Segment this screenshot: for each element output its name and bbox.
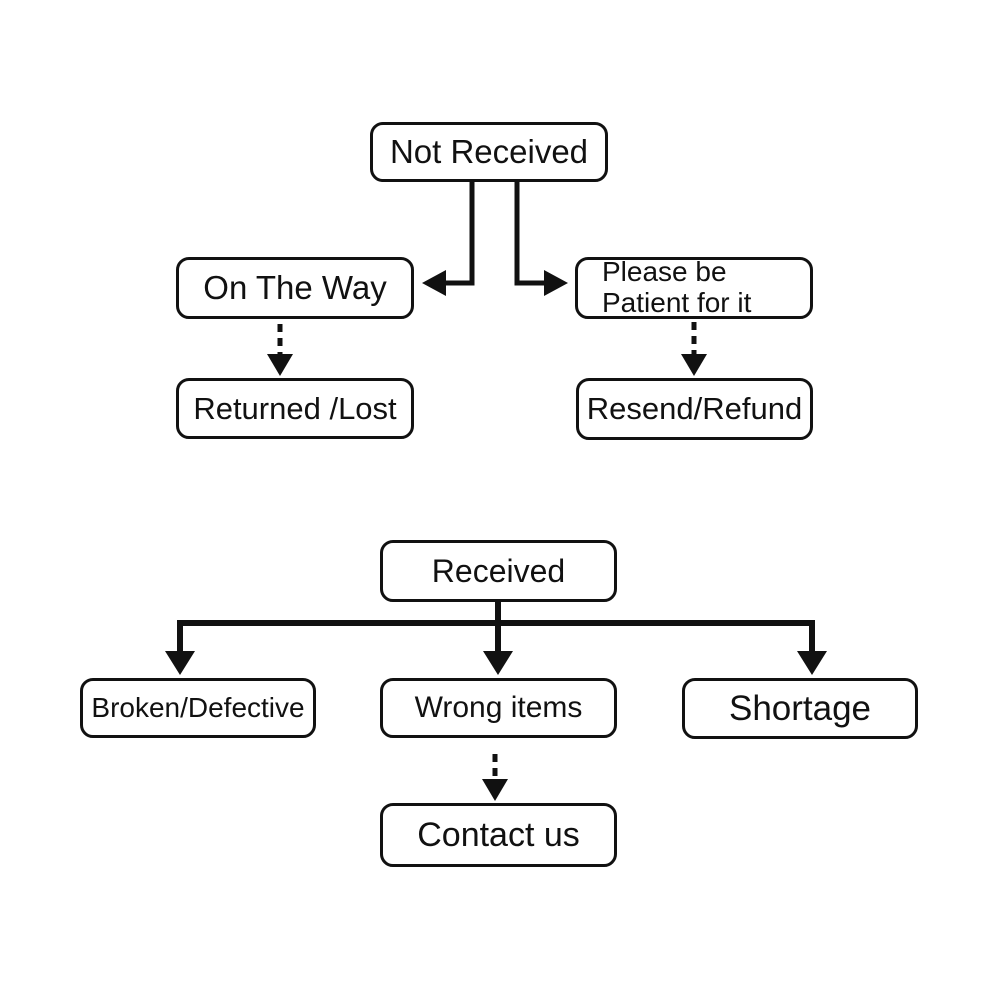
node-received: Received xyxy=(380,540,617,602)
arrowhead-down-contact-us xyxy=(482,779,508,801)
node-returned-lost: Returned /Lost xyxy=(176,378,414,439)
node-shortage: Shortage xyxy=(682,678,918,739)
node-resend-refund-label: Resend/Refund xyxy=(586,391,803,427)
arrowhead-down-wrong-items xyxy=(483,651,513,675)
node-please-be-patient: Please be Patient for it xyxy=(575,256,813,319)
node-broken-defective: Broken/Defective xyxy=(80,678,316,738)
node-wrong-items-label: Wrong items xyxy=(414,690,583,724)
node-wrong-items: Wrong items xyxy=(380,678,617,738)
arrowhead-down-resend-refund xyxy=(681,354,707,376)
arrowhead-down-returned-lost xyxy=(267,354,293,376)
node-shortage-label: Shortage xyxy=(728,688,872,728)
node-on-the-way: On The Way xyxy=(176,257,414,319)
edge-not-received-to-please-be-patient xyxy=(514,180,544,286)
node-contact-us: Contact us xyxy=(380,803,617,867)
node-not-received-label: Not Received xyxy=(389,133,589,171)
node-on-the-way-label: On The Way xyxy=(203,269,387,307)
node-please-be-patient-label: Please be Patient for it xyxy=(602,256,752,318)
node-resend-refund: Resend/Refund xyxy=(576,378,813,440)
node-contact-us-label: Contact us xyxy=(417,815,580,854)
arrowhead-down-shortage xyxy=(797,651,827,675)
node-received-label: Received xyxy=(431,552,566,589)
node-returned-lost-label: Returned /Lost xyxy=(193,390,397,426)
arrowhead-left-on-the-way xyxy=(422,270,446,296)
node-broken-defective-label: Broken/Defective xyxy=(91,691,305,723)
node-not-received: Not Received xyxy=(370,122,608,182)
edge-not-received-to-on-the-way xyxy=(446,180,475,286)
arrowhead-down-broken-defective xyxy=(165,651,195,675)
arrowhead-right-please-be-patient xyxy=(544,270,568,296)
